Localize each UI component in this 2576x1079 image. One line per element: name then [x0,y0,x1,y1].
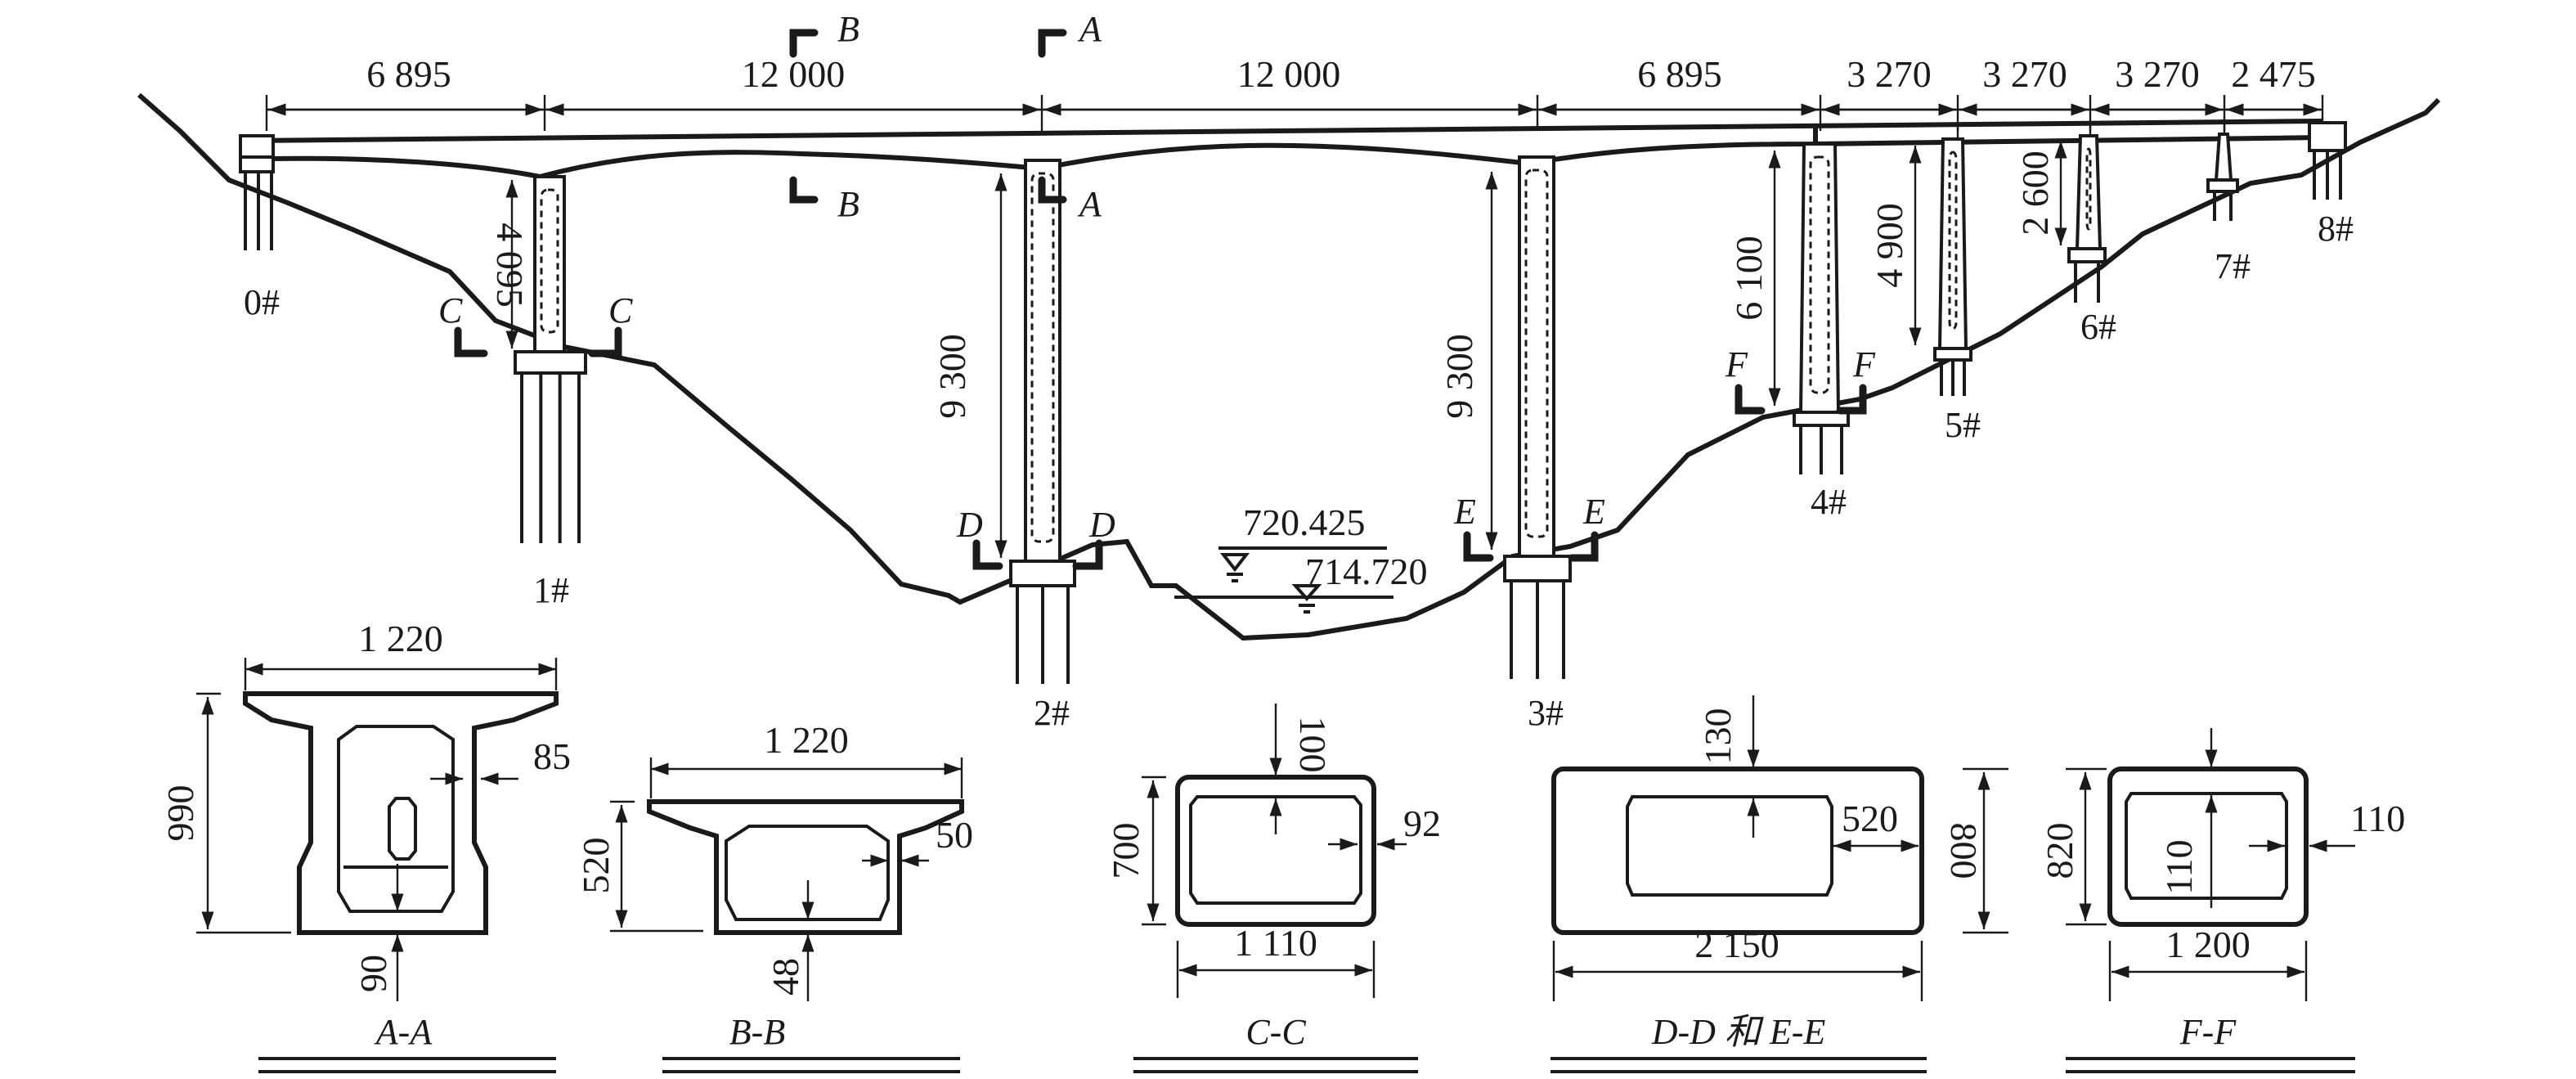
cut-label-f: F [1725,344,1748,384]
pier-height-dimensions: 4 095 9 300 9 300 6 100 4 900 2 600 [489,141,2067,558]
pier-hollow [1030,172,1055,543]
dd-wall: 520 [1842,798,1898,839]
pier-label-0: 0# [244,282,280,322]
pier-column [533,175,566,353]
piers [239,121,2347,684]
water-level-low: 714.720 [1305,551,1428,592]
pier-column [1024,159,1061,563]
ground-profile [137,92,2441,641]
pier-height-4: 6 100 [1728,236,1770,321]
cc-title: C-C [1245,1012,1306,1052]
water-levels: 720.425 714.720 [1174,501,1428,614]
cut-label-a: A [1077,184,1102,224]
pier-hollow [540,188,559,334]
aa-height: 990 [159,785,201,842]
cut-label-b: B [837,184,859,224]
pier-label-2: 2# [1034,693,1070,733]
bridge-deck [245,119,2323,180]
cut-label-d: D [1088,505,1115,545]
pier-column [2075,134,2103,250]
section-f-f: 820 110 110 1 200 F-F [2039,728,2405,1073]
span-dim: 12 000 [742,53,846,95]
dd-width: 2 150 [1694,924,1779,965]
pier-height-3: 9 300 [1438,334,1480,419]
cut-label-c: C [438,290,463,330]
pier-label-3: 3# [1528,693,1564,733]
cut-label-d: D [956,505,983,545]
pier-hollow [1948,151,1958,330]
pile-cap [1009,560,1076,587]
cc-width: 1 110 [1234,922,1317,964]
bb-title: B-B [729,1012,785,1052]
cc-top: 100 [1292,717,1334,773]
pile-cap [2206,178,2239,193]
section-a-a: 1 220 990 85 90 A-A [159,618,571,1073]
cut-label-f: F [1852,344,1876,384]
bb-width: 1 220 [764,719,849,761]
section-c-c: 100 700 92 1 110 C-C [1105,704,1441,1073]
pier-hollow [1524,169,1549,538]
water-level-high: 720.425 [1243,501,1366,543]
span-dim: 2 475 [2231,53,2316,95]
section-b-b: 1 220 520 50 48 B-B [575,719,973,1073]
section-d-d-e-e: 130 520 800 2 150 D-D 和 E-E [1551,695,2008,1073]
cut-label-a: A [1077,9,1102,49]
ff-width: 1 200 [2165,924,2251,965]
ff-height: 820 [2039,823,2080,879]
pier-column [1518,155,1555,558]
aa-web: 85 [533,735,571,777]
dd-title: D-D 和 E-E [1651,1012,1826,1052]
pier-label-7: 7# [2215,246,2251,286]
pier-column [1937,137,1968,350]
cc-wall: 92 [1403,803,1441,844]
cut-label-e: E [1453,492,1476,532]
pier-label-5: 5# [1945,405,1981,445]
ff-inner: 110 [2158,839,2200,894]
pier-column [1798,142,1841,414]
bb-web: 50 [936,814,973,856]
cc-height: 700 [1105,823,1147,879]
cut-label-e: E [1582,492,1605,532]
span-dim: 3 270 [1982,53,2067,95]
dd-height: 800 [1943,823,1985,879]
pile-cap [514,350,587,375]
cut-label-b: B [837,9,859,49]
span-dim: 6 895 [366,53,451,95]
pier-labels: 0# 1# 2# 3# 4# 5# 6# 7# 8# [244,209,2354,733]
pile-cap [1933,347,1972,362]
span-dim: 3 270 [2115,53,2200,95]
pier-height-2: 9 300 [931,334,973,419]
pier-label-4: 4# [1811,482,1847,522]
span-dim: 3 270 [1847,53,1932,95]
pier-hollow [1809,155,1830,394]
bb-height: 520 [575,838,617,894]
ff-title: F-F [2179,1012,2237,1052]
pier-height-5: 4 900 [1869,203,1910,288]
pier-height-6: 2 600 [2014,151,2056,236]
pile-cap [1503,555,1572,582]
span-dim: 6 895 [1637,53,1722,95]
pier-column [2214,133,2233,182]
aa-bottom: 90 [352,955,394,992]
section-cut-marks: B B A A C C D D E E F F [438,9,1876,570]
pier-label-1: 1# [533,570,569,610]
pier-height-1: 4 095 [489,223,531,308]
span-dimensions: 6 895 12 000 12 000 6 895 3 270 3 270 3 … [265,53,2324,131]
cut-label-c: C [608,290,633,330]
span-dim: 12 000 [1237,53,1341,95]
pier-label-8: 8# [2318,209,2354,249]
pile-cap [2067,247,2107,263]
aa-title: A-A [374,1012,433,1052]
bb-bottom: 48 [765,958,806,996]
pier-label-6: 6# [2080,307,2116,347]
aa-width: 1 220 [358,618,443,659]
dd-top: 130 [1697,708,1739,765]
pier-hollow [2085,147,2092,231]
ff-wall: 110 [2350,798,2405,839]
